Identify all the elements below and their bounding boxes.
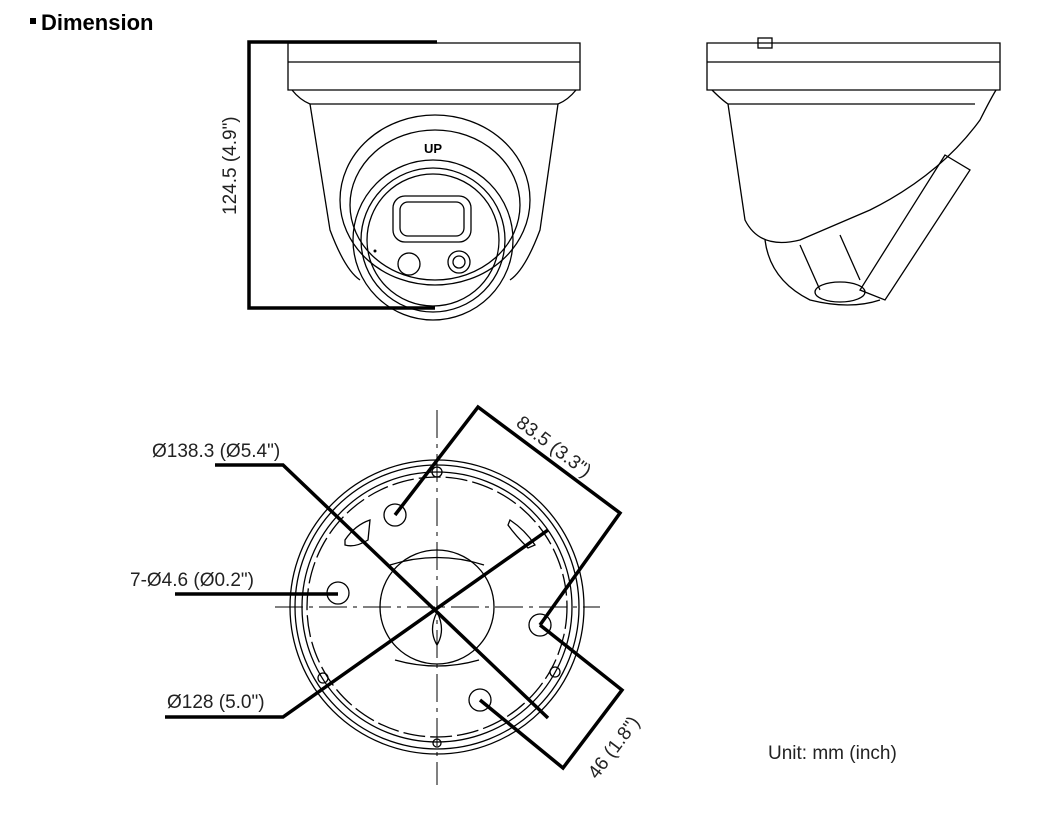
height-dimension: 124.5 (4.9")	[220, 40, 437, 310]
holes-label: 7-Ø4.6 (Ø0.2")	[130, 570, 254, 591]
outer-diameter-label: Ø138.3 (Ø5.4")	[152, 441, 280, 462]
leaders	[165, 404, 625, 771]
hole-spacing-short-label: 46 (1.8")	[584, 713, 644, 783]
side-view	[706, 37, 1001, 306]
title-text: Dimension	[41, 10, 154, 35]
unit-label: Unit: mm (inch)	[768, 743, 897, 764]
hole-spacing-long-label: 83.5 (3.3")	[512, 412, 595, 482]
bullet-icon	[30, 18, 36, 25]
inner-diameter-label: Ø128 (5.0")	[167, 692, 265, 713]
bottom-view	[275, 410, 600, 785]
up-mark: UP	[424, 141, 442, 156]
front-view: UP	[287, 42, 581, 321]
height-label: 124.5 (4.9")	[220, 116, 241, 215]
section-title: Dimension	[30, 10, 153, 36]
